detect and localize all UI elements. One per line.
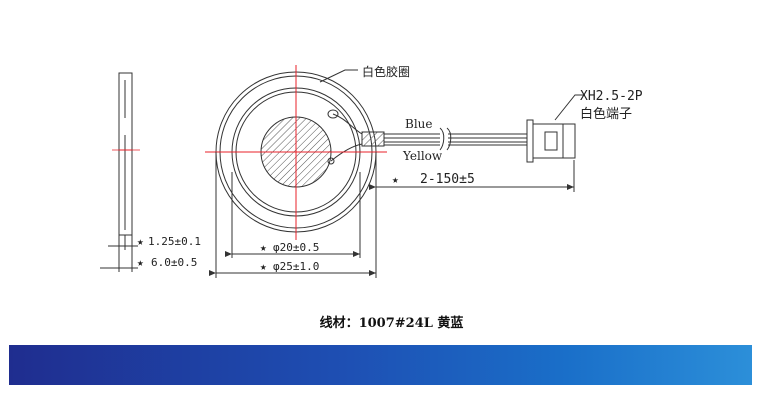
footer-banner (9, 345, 752, 385)
connector-flange (526, 119, 534, 163)
connector-latch (544, 131, 558, 151)
wire-spec-caption: 线材：1007#24L 黄蓝 (319, 316, 464, 331)
lead-yellow-internal (330, 143, 363, 162)
ring-callout-label: 白色胶圈 (362, 64, 410, 79)
break-mark-right (446, 127, 452, 151)
wire-yellow-label: Yellow (402, 149, 443, 163)
diameter-inner-star: ★ (260, 241, 267, 254)
connector-callout-leader (554, 94, 585, 121)
lead-length-star: ★ (392, 173, 399, 186)
connector-model-label: XH2.5-2P (580, 89, 643, 104)
lead-blue-internal (332, 113, 363, 135)
heat-shrink-sleeve (361, 131, 385, 147)
ring-callout (319, 69, 358, 83)
ring-callout-leader (319, 69, 358, 83)
solder-pad-blue (327, 109, 339, 119)
solder-pad-yellow (327, 157, 335, 165)
thickness-total-label: 6.0±0.5 (151, 256, 197, 269)
lead-length-label: 2-150±5 (420, 172, 475, 187)
break-mark-left (439, 127, 445, 151)
diameter-outer-star: ★ (260, 260, 267, 273)
thickness-inner-label: 1.25±0.1 (148, 235, 201, 248)
wire-assembly (361, 94, 585, 192)
thickness-inner-star: ★ (137, 235, 144, 248)
diameter-inner-label: φ20±0.5 (273, 241, 319, 254)
side-view (100, 72, 140, 272)
wire-blue-label: Blue (405, 117, 433, 131)
diameter-outer-label: φ25±1.0 (273, 260, 319, 273)
connector-desc-label: 白色端子 (580, 106, 632, 122)
front-view (205, 65, 387, 278)
connector-body (532, 123, 576, 159)
thickness-total-star: ★ (137, 256, 144, 269)
